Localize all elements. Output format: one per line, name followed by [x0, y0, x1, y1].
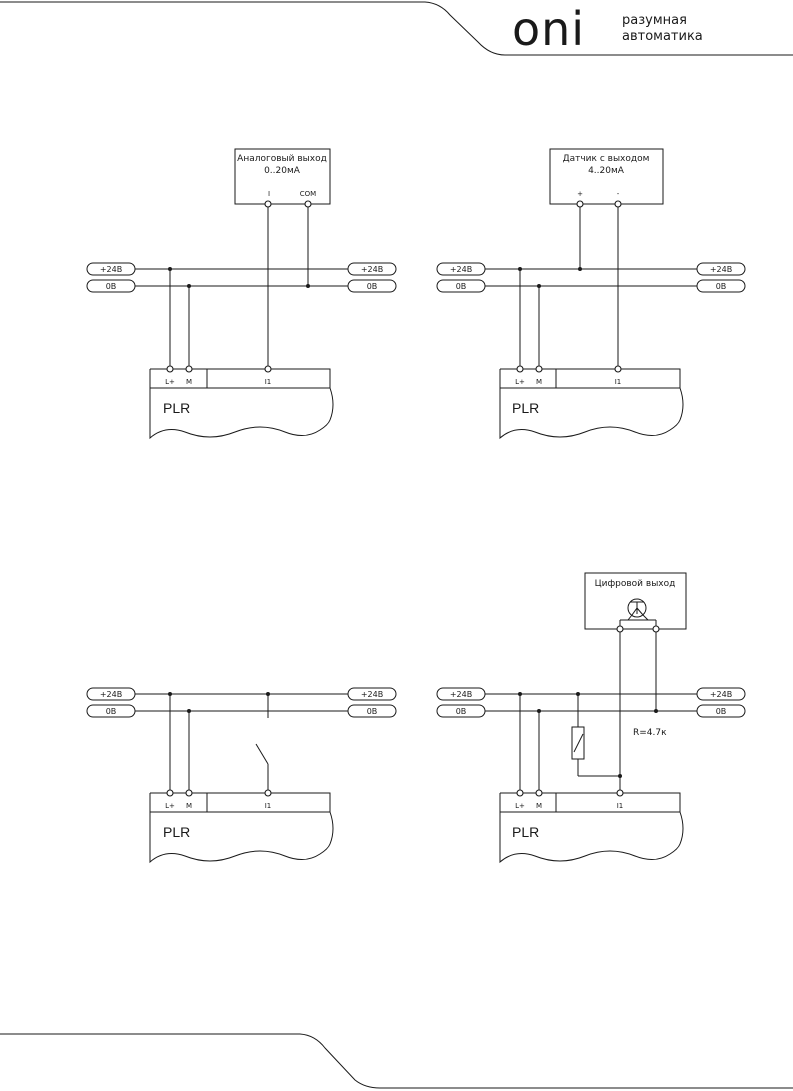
diagram-analog-output: Аналоговый выход 0..20мА I COM +24В 0В +… — [86, 148, 397, 440]
logo-tagline-2: автоматика — [622, 29, 703, 44]
device-range: 0..20мА — [264, 166, 301, 176]
rail-label: +24В — [361, 690, 383, 699]
terminal-i1: I1 — [617, 802, 624, 810]
rail-tag-plus-left — [436, 687, 486, 701]
pin-label-right: COM — [300, 190, 316, 198]
device-title: Аналоговый выход — [237, 154, 327, 164]
rail-label: 0В — [367, 707, 378, 716]
rail-label: 0В — [106, 282, 117, 291]
terminal-lplus: L+ — [165, 378, 175, 386]
plc-name: PLR — [512, 400, 539, 416]
resistor-symbol — [571, 692, 622, 778]
rail-label: 0В — [456, 282, 467, 291]
terminal-m: M — [186, 378, 192, 386]
terminal-i1: I1 — [615, 378, 622, 386]
rail-tag-plus-right — [696, 687, 746, 701]
rail-label: 0В — [456, 707, 467, 716]
device-box — [549, 148, 664, 205]
rail-tag-plus-right — [347, 262, 397, 276]
rail-tag-plus-left — [86, 687, 136, 701]
logo-tagline-1: разумная — [622, 13, 687, 28]
rail-tag-zero-left — [436, 279, 486, 293]
terminal-m: M — [536, 378, 542, 386]
device-title: Датчик с выходом — [563, 154, 650, 164]
terminal-lplus: L+ — [165, 802, 175, 810]
rail-tag-zero-right — [696, 704, 746, 718]
rail-label: 0В — [716, 707, 727, 716]
rail-tag-zero-left — [86, 279, 136, 293]
rail-label: +24В — [450, 690, 472, 699]
rail-label: +24В — [710, 265, 732, 274]
diagram-digital-output: Цифровой выход +24В 0В +24В 0В — [436, 572, 746, 864]
resistor-label: R=4.7к — [633, 728, 667, 738]
rail-label: 0В — [367, 282, 378, 291]
rail-tag-zero-left — [436, 704, 486, 718]
rail-label: +24В — [361, 265, 383, 274]
rail-tag-zero-right — [347, 279, 397, 293]
rail-tag-plus-right — [696, 262, 746, 276]
brand-logo: oni разумная автоматика — [512, 2, 703, 56]
terminal-m: M — [186, 802, 192, 810]
switch-symbol — [255, 692, 270, 791]
transistor-icon — [620, 598, 656, 621]
plc-name: PLR — [163, 824, 190, 840]
plc-name: PLR — [163, 400, 190, 416]
rail-tag-zero-right — [696, 279, 746, 293]
pin-label-left: I — [268, 190, 270, 198]
rail-tag-zero-right — [347, 704, 397, 718]
terminal-m: M — [536, 802, 542, 810]
terminal-i1: I1 — [265, 802, 272, 810]
rail-tag-plus-left — [86, 262, 136, 276]
plc-name: PLR — [512, 824, 539, 840]
rail-label: +24В — [100, 690, 122, 699]
device-box — [234, 148, 331, 205]
device-title: Цифровой выход — [595, 579, 676, 589]
footer-frame — [0, 1033, 793, 1089]
rail-label: +24В — [100, 265, 122, 274]
rail-tag-zero-left — [86, 704, 136, 718]
device-box — [584, 572, 687, 630]
logo-mark: oni — [512, 2, 585, 56]
terminal-i1: I1 — [265, 378, 272, 386]
rail-tag-plus-left — [436, 262, 486, 276]
rail-tag-plus-right — [347, 687, 397, 701]
pin-label-left: + — [577, 190, 583, 198]
terminal-lplus: L+ — [515, 802, 525, 810]
rail-label: 0В — [716, 282, 727, 291]
pin-label-right: - — [617, 190, 620, 198]
diagram-dry-contact: +24В 0В +24В 0В L+ M I1 PLR — [86, 687, 397, 864]
terminal-lplus: L+ — [515, 378, 525, 386]
rail-label: 0В — [106, 707, 117, 716]
diagram-sensor-4-20: Датчик с выходом 4..20мА + - +24В 0В +24… — [436, 148, 746, 440]
rail-label: +24В — [450, 265, 472, 274]
device-range: 4..20мА — [588, 166, 625, 176]
header-frame — [0, 1, 793, 56]
rail-label: +24В — [710, 690, 732, 699]
